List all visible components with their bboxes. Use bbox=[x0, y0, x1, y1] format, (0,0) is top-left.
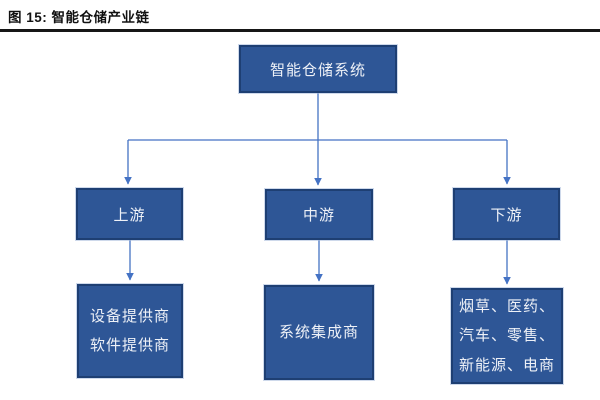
upstream-detail-label: 设备提供商 软件提供商 bbox=[89, 307, 170, 354]
root-node: 智能仓储系统 bbox=[239, 45, 397, 93]
downstream-node-label: 下游 bbox=[490, 206, 523, 224]
midstream-node: 中游 bbox=[265, 189, 373, 240]
downstream-detail-label: 烟草、医药、 汽车、零售、 新能源、电商 bbox=[458, 298, 555, 374]
midstream-detail-label: 系统集成商 bbox=[278, 323, 359, 341]
figure-title: 图 15: 智能仓储产业链 bbox=[8, 10, 150, 25]
downstream-detail-node: 烟草、医药、 汽车、零售、 新能源、电商 bbox=[451, 288, 563, 384]
downstream-node: 下游 bbox=[453, 188, 560, 240]
root-node-label: 智能仓储系统 bbox=[269, 61, 366, 79]
midstream-node-label: 中游 bbox=[302, 207, 335, 224]
title-divider bbox=[0, 29, 600, 32]
upstream-node-label: 上游 bbox=[113, 206, 146, 224]
upstream-detail-node: 设备提供商 软件提供商 bbox=[77, 284, 183, 378]
upstream-node: 上游 bbox=[76, 188, 183, 240]
midstream-detail-node: 系统集成商 bbox=[264, 285, 374, 380]
